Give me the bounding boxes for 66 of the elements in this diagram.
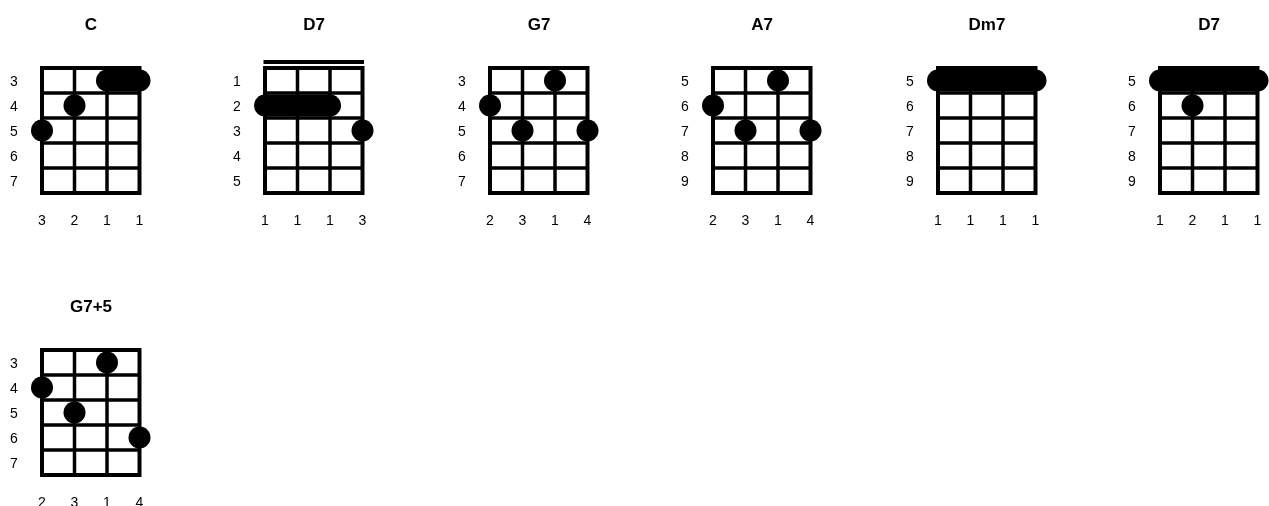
finger-number: 4	[805, 212, 816, 228]
fret-number: 9	[1127, 172, 1137, 189]
fret-number: 7	[1127, 122, 1137, 139]
chord-name: G7	[526, 15, 552, 35]
finger-number: 1	[1155, 212, 1165, 228]
fret-number: 5	[9, 122, 19, 139]
finger-number: 1	[773, 212, 783, 228]
fret-number: 5	[457, 122, 467, 139]
chord-name: G7+5	[68, 297, 114, 317]
fret-number: 6	[680, 97, 690, 114]
fret-number: 8	[1127, 147, 1137, 164]
fret-number: 7	[9, 454, 19, 471]
finger-number: 1	[1252, 212, 1263, 228]
fret-number: 7	[9, 172, 19, 189]
fret-number: 6	[1127, 97, 1137, 114]
finger-number: 1	[134, 212, 145, 228]
fret-number: 5	[9, 404, 19, 421]
finger-number: 1	[325, 212, 335, 228]
chord-name: Dm7	[967, 15, 1007, 35]
fret-number: 3	[9, 354, 19, 371]
fret-number: 6	[905, 97, 915, 114]
finger-number: 2	[708, 212, 718, 228]
fret-number: 6	[9, 429, 19, 446]
finger-number: 1	[292, 212, 303, 228]
fret-number: 3	[9, 72, 19, 89]
finger-number: 1	[1030, 212, 1041, 228]
fret-number: 8	[905, 147, 915, 164]
finger-number: 1	[998, 212, 1008, 228]
fret-number: 5	[680, 72, 690, 89]
finger-number: 2	[69, 212, 80, 228]
finger-number: 3	[357, 212, 368, 228]
finger-number: 1	[965, 212, 976, 228]
finger-number: 1	[933, 212, 943, 228]
fret-number: 4	[232, 147, 242, 164]
fret-number: 5	[905, 72, 915, 89]
fret-number: 5	[1127, 72, 1137, 89]
fret-number: 9	[680, 172, 690, 189]
fret-number: 8	[680, 147, 690, 164]
fret-number: 5	[232, 172, 242, 189]
fret-number: 1	[232, 72, 242, 89]
finger-number: 2	[1187, 212, 1198, 228]
fret-number: 7	[680, 122, 690, 139]
finger-number: 3	[740, 212, 751, 228]
finger-number: 2	[485, 212, 495, 228]
fret-number: 4	[9, 379, 19, 396]
chord-name: D7	[1197, 15, 1221, 35]
fret-number: 9	[905, 172, 915, 189]
finger-number: 1	[1220, 212, 1230, 228]
fret-number: 6	[9, 147, 19, 164]
fret-number: 4	[9, 97, 19, 114]
fret-number: 4	[457, 97, 467, 114]
fret-number: 3	[457, 72, 467, 89]
chord-name: D7	[302, 15, 326, 35]
fret-number: 6	[457, 147, 467, 164]
finger-number: 4	[582, 212, 593, 228]
finger-number: 1	[102, 212, 112, 228]
fret-number: 2	[232, 97, 242, 114]
fret-number: 3	[232, 122, 242, 139]
chord-name: C	[83, 15, 99, 35]
chord-name: A7	[750, 15, 774, 35]
finger-number: 1	[260, 212, 270, 228]
finger-number: 3	[517, 212, 528, 228]
fret-number: 7	[905, 122, 915, 139]
fret-number: 7	[457, 172, 467, 189]
finger-number: 1	[550, 212, 560, 228]
finger-number: 3	[37, 212, 47, 228]
